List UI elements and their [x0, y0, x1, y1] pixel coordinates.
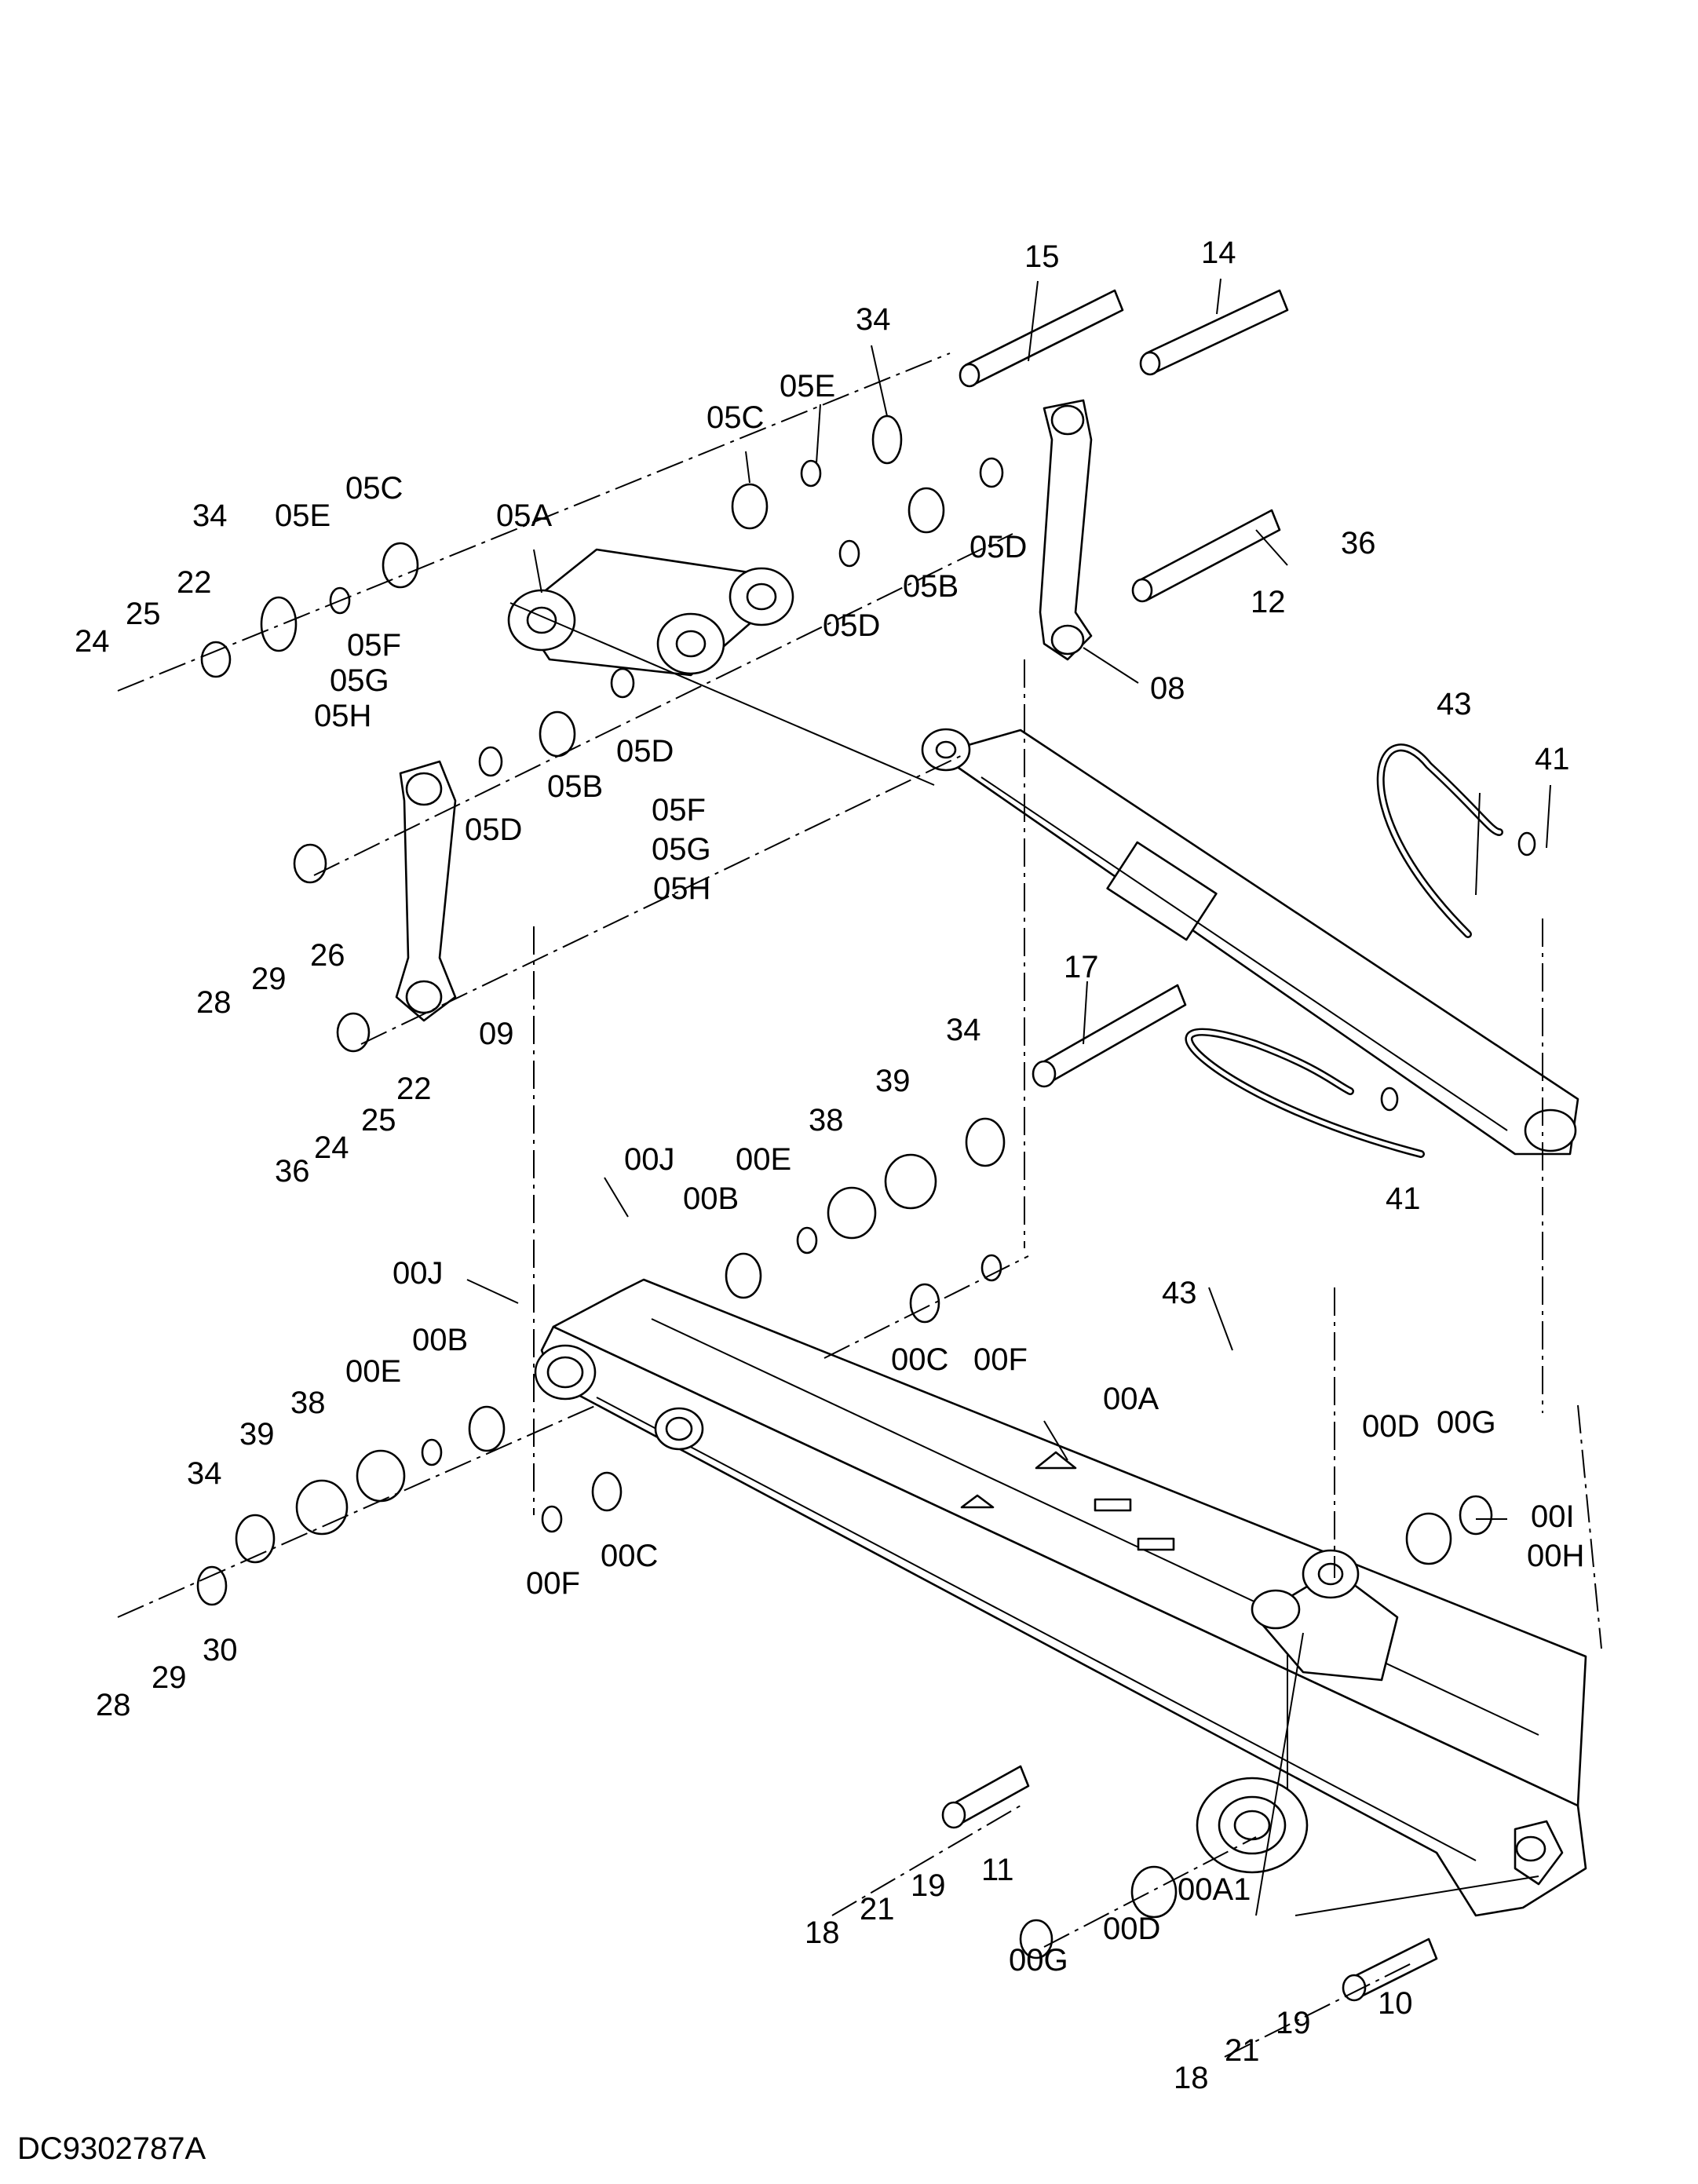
arm-body	[534, 1278, 1587, 1917]
callout-05d: 05D	[465, 813, 522, 847]
callout-39: 39	[875, 1064, 911, 1098]
callout-00f: 00F	[973, 1342, 1028, 1377]
callout-12: 12	[1251, 585, 1286, 619]
callout-39: 39	[239, 1417, 275, 1452]
callout-00e: 00E	[736, 1142, 791, 1177]
callout-00c: 00C	[601, 1539, 658, 1573]
callout-05c: 05C	[345, 471, 403, 506]
callout-34: 34	[187, 1456, 222, 1491]
callout-05f: 05F	[347, 628, 401, 663]
callout-36: 36	[275, 1154, 310, 1189]
callout-00j: 00J	[393, 1256, 444, 1291]
callout-14: 14	[1201, 236, 1236, 270]
callout-05e: 05E	[780, 369, 835, 404]
callout-15: 15	[1024, 239, 1060, 274]
callout-05h: 05H	[653, 871, 710, 906]
callout-41: 41	[1535, 742, 1570, 776]
callout-26: 26	[310, 938, 345, 973]
callout-05g: 05G	[330, 663, 389, 698]
callout-34: 34	[856, 302, 891, 337]
hoses	[1185, 743, 1536, 1158]
callout-00g: 00G	[1437, 1405, 1496, 1440]
callout-00f: 00F	[526, 1566, 580, 1601]
callout-00j: 00J	[624, 1142, 675, 1177]
callout-05c: 05C	[707, 400, 764, 435]
callout-05e: 05E	[275, 499, 330, 533]
callout-43: 43	[1162, 1276, 1197, 1310]
callout-05a: 05A	[496, 499, 552, 533]
callout-28: 28	[96, 1688, 131, 1722]
hydraulic-cylinder	[921, 728, 1579, 1156]
callout-19: 19	[911, 1868, 946, 1903]
callout-38: 38	[809, 1103, 844, 1138]
callout-00a: 00A	[1103, 1382, 1159, 1416]
callout-43: 43	[1437, 687, 1472, 721]
callout-05h: 05H	[314, 699, 371, 733]
callout-05b: 05B	[903, 569, 959, 604]
callout-00d: 00D	[1362, 1409, 1419, 1444]
callout-21: 21	[860, 1892, 895, 1927]
callout-05d: 05D	[823, 608, 880, 643]
callout-18: 18	[805, 1916, 840, 1950]
callout-05f: 05F	[652, 793, 706, 827]
callout-17: 17	[1064, 950, 1099, 984]
callout-11: 11	[981, 1853, 1014, 1887]
bucket-link-05a	[507, 548, 794, 677]
link-08	[1039, 399, 1093, 661]
callout-18: 18	[1174, 2061, 1209, 2095]
callout-21: 21	[1225, 2033, 1260, 2068]
callout-00g: 00G	[1009, 1943, 1068, 1978]
callout-41: 41	[1386, 1181, 1421, 1216]
callout-25: 25	[361, 1103, 396, 1138]
leader-lines	[466, 278, 1551, 1916]
callout-24: 24	[75, 624, 110, 659]
callout-22: 22	[396, 1072, 432, 1106]
callout-00d: 00D	[1103, 1912, 1160, 1946]
callout-08: 08	[1150, 671, 1185, 706]
callout-labels: 15 14 34 05E 05C 05C 34 05E 05A 22 25 24…	[75, 236, 1584, 2095]
callout-36: 36	[1341, 526, 1376, 561]
centre-lines	[117, 352, 1602, 2058]
callout-00h: 00H	[1527, 1539, 1584, 1573]
drawing-id: DC9302787A	[17, 2131, 206, 2166]
callout-24: 24	[314, 1130, 349, 1165]
callout-28: 28	[196, 985, 232, 1020]
callout-05g: 05G	[652, 832, 711, 867]
bushings-and-rings	[196, 415, 1493, 1959]
callout-05d: 05D	[970, 530, 1027, 564]
callout-09: 09	[479, 1017, 514, 1051]
callout-00b: 00B	[683, 1181, 739, 1216]
callout-00c: 00C	[891, 1342, 948, 1377]
callout-34: 34	[192, 499, 228, 533]
callout-29: 29	[152, 1660, 187, 1695]
callout-00i: 00I	[1531, 1499, 1575, 1534]
callout-05d: 05D	[616, 734, 674, 769]
callout-00a1: 00A1	[1178, 1872, 1251, 1907]
link-09	[395, 760, 457, 1022]
callout-22: 22	[177, 565, 212, 600]
callout-30: 30	[203, 1633, 238, 1667]
callout-00b: 00B	[412, 1323, 468, 1357]
callout-38: 38	[290, 1386, 326, 1420]
callout-05b: 05B	[547, 769, 603, 804]
callout-00e: 00E	[345, 1354, 401, 1389]
callout-34: 34	[946, 1013, 981, 1047]
callout-19: 19	[1276, 2006, 1311, 2040]
callout-25: 25	[126, 597, 161, 631]
callout-10: 10	[1378, 1986, 1413, 2021]
callout-29: 29	[251, 962, 287, 996]
